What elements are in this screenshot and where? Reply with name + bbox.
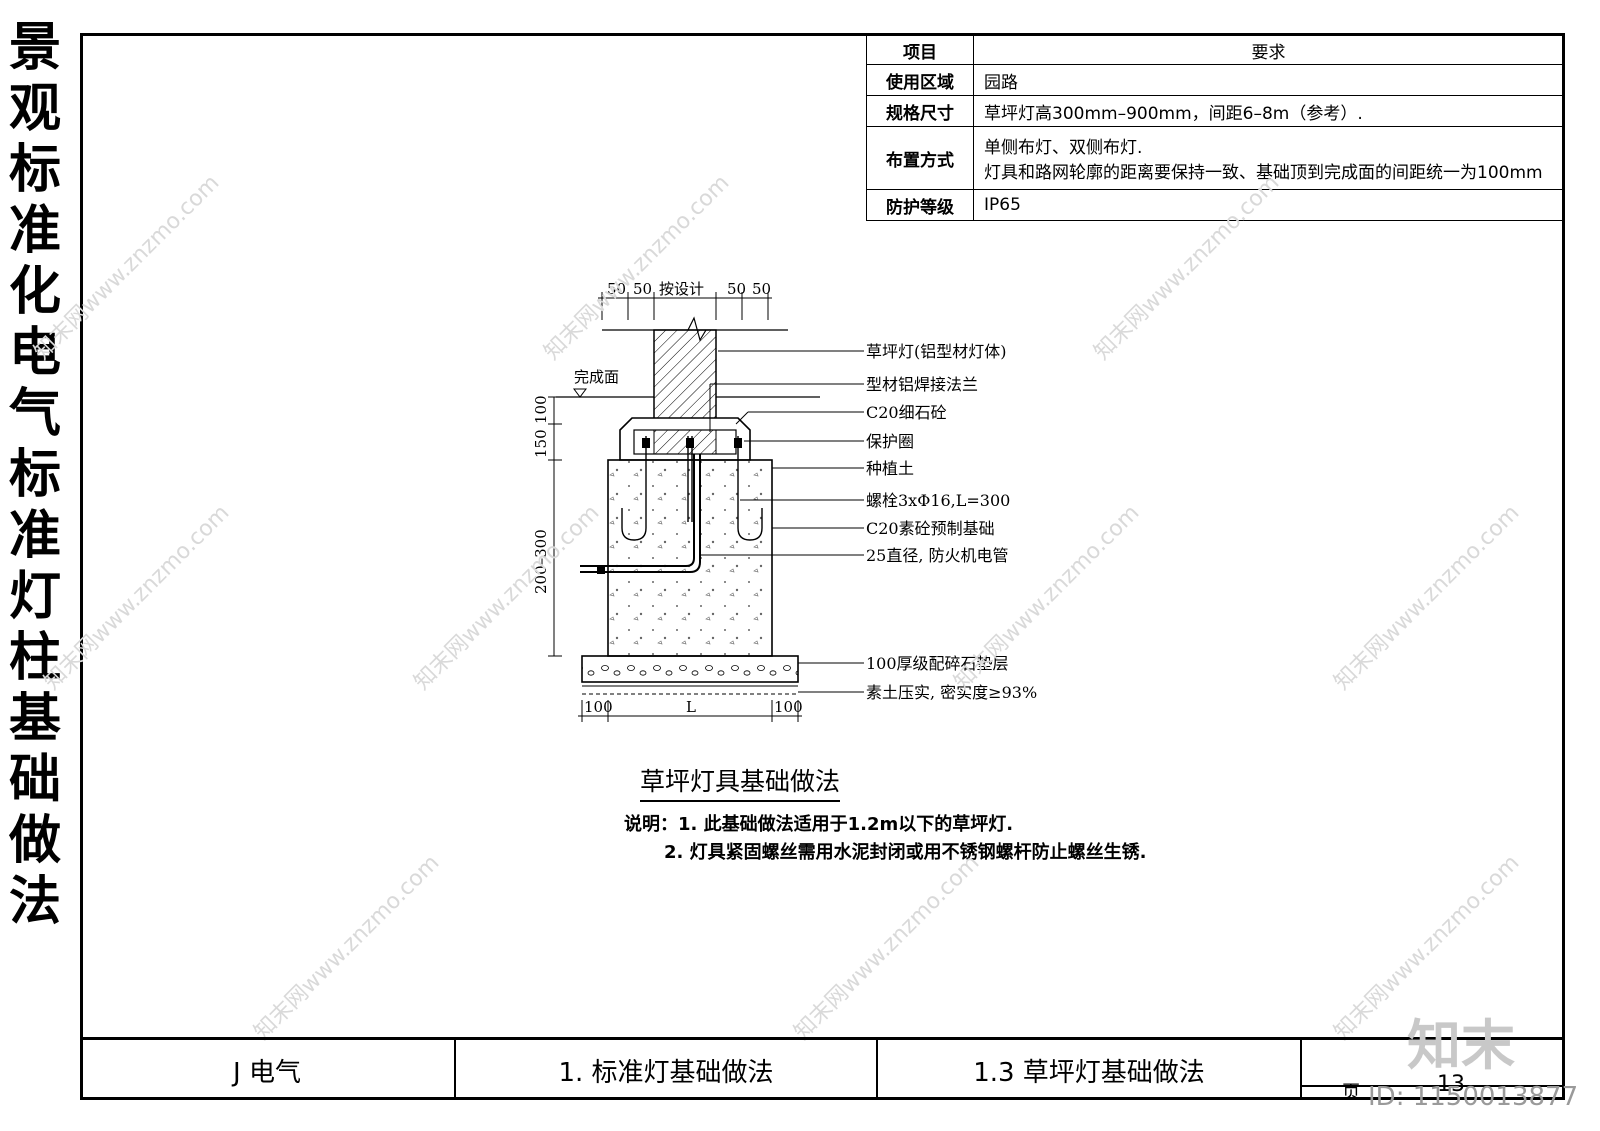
dim-left-1: 100 <box>532 395 550 424</box>
callout-planting-soil: 种植土 <box>866 459 914 478</box>
callout-bolts: 螺栓3xΦ16,L=300 <box>866 491 1010 510</box>
callout-labels: 草坪灯(铝型材灯体) 型材铝焊接法兰 C20细石砼 保护圈 种植土 螺栓3xΦ1… <box>866 342 1037 702</box>
vertical-title-char: 灯 <box>8 567 61 627</box>
dim-top-4: 50 <box>727 280 746 298</box>
vertical-title-char: 做 <box>8 811 61 871</box>
detail-title: 草坪灯具基础做法 <box>640 762 841 802</box>
conduit-joint <box>597 566 605 574</box>
vertical-title-char: 基 <box>8 689 61 749</box>
page-number: 13 <box>1437 1072 1465 1097</box>
row-value-multi: 单侧布灯、双侧布灯. 灯具和路网轮廓的距离要保持一致、基础顶到完成面的间距统一为… <box>973 126 1564 190</box>
callout-conduit: 25直径, 防火机电管 <box>866 546 1009 565</box>
image-id-watermark: ID: 1150013877 <box>1368 1082 1579 1112</box>
note-1: 说明：1. 此基础做法适用于1.2m以下的草坪灯. <box>624 814 1014 835</box>
callout-compacted-soil: 素土压实, 密实度≥93% <box>866 683 1037 702</box>
dimension-labels: 50 50 按设计 50 50 完成面 100 150 200–300 100 … <box>532 280 803 716</box>
title-block-row-divider <box>1302 1054 1565 1087</box>
bolt-nuts <box>642 438 742 448</box>
vertical-title-char: 准 <box>8 201 61 261</box>
row-value-line1: 单侧布灯、双侧布灯. <box>984 138 1143 158</box>
vertical-title-char: 标 <box>8 445 61 505</box>
table-row: 防护等级 IP65 <box>866 189 1564 221</box>
title-block-chapter: 1. 标准灯基础做法 <box>456 1040 878 1100</box>
drawing-frame <box>80 33 1565 1100</box>
table-row: 使用区域 园路 <box>866 64 1564 96</box>
precast-concrete-foundation <box>607 459 773 657</box>
vertical-title: 景观标准化电气标准灯柱基础做法 <box>4 18 66 933</box>
vertical-title-char: 化 <box>8 262 61 322</box>
dim-top-3: 按设计 <box>659 280 704 298</box>
callout-lamp-body: 草坪灯(铝型材灯体) <box>866 342 1007 361</box>
brand-watermark: 知末 <box>1407 1014 1515 1077</box>
header-requirement: 要求 <box>973 35 1564 65</box>
row-value-line2: 灯具和路网轮廓的距离要保持一致、基础顶到完成面的间距统一为100mm <box>984 163 1543 183</box>
conduit-pipe <box>580 454 701 573</box>
title-block-page: 页 13 <box>1302 1040 1565 1103</box>
callout-precast-foundation: C20素砼预制基础 <box>866 519 995 538</box>
table-header-row: 项目 要求 <box>866 35 1564 65</box>
callout-protection-collar: 保护圈 <box>866 432 914 451</box>
dim-bottom-3: 100 <box>774 698 803 716</box>
row-key: 使用区域 <box>866 64 974 96</box>
dim-ticks-top <box>601 292 769 320</box>
vertical-title-char: 标 <box>8 140 61 200</box>
lamp-post-body <box>653 329 717 431</box>
callout-leaders <box>700 350 864 693</box>
dim-left-2: 150 <box>532 429 550 458</box>
vertical-title-char: 础 <box>8 750 61 810</box>
vertical-title-char: 法 <box>8 872 61 932</box>
finish-surface-label: 完成面 <box>574 368 619 386</box>
conduit-pipe-inner <box>580 454 695 567</box>
vertical-title-char: 准 <box>8 506 61 566</box>
vertical-title-char: 观 <box>8 79 61 139</box>
row-value: 园路 <box>973 64 1564 96</box>
row-value: 草坪灯高300mm–900mm，间距6–8m（参考）. <box>973 95 1564 127</box>
table-row: 规格尺寸 草坪灯高300mm–900mm，间距6–8m（参考）. <box>866 95 1564 127</box>
dim-bottom-2: L <box>686 698 696 716</box>
gravel-bedding-layer <box>581 655 799 683</box>
lamp-post-base <box>653 429 717 455</box>
dim-top-2: 50 <box>633 280 652 298</box>
dim-left-3: 200–300 <box>532 529 550 594</box>
vertical-title-char: 电 <box>8 323 61 383</box>
requirements-table: 项目 要求 使用区域 园路 规格尺寸 草坪灯高300mm–900mm，间距6–8… <box>866 35 1564 221</box>
dim-top-5: 50 <box>752 280 771 298</box>
note-2: 2. 灯具紧固螺丝需用水泥封闭或用不锈钢螺杆防止螺丝生锈. <box>664 842 1147 863</box>
dim-top-1: 50 <box>607 280 626 298</box>
callout-gravel: 100厚级配碎石垫层 <box>866 654 1009 673</box>
row-key: 布置方式 <box>866 126 974 190</box>
row-value: IP65 <box>973 189 1564 221</box>
table-row: 布置方式 单侧布灯、双侧布灯. 灯具和路网轮廓的距离要保持一致、基础顶到完成面的… <box>866 126 1564 190</box>
callout-flange: 型材铝焊接法兰 <box>866 375 978 394</box>
vertical-title-char: 景 <box>8 18 61 78</box>
dim-ticks-bottom <box>581 700 799 722</box>
finish-level-marker <box>573 388 587 398</box>
vertical-title-char: 气 <box>8 384 61 444</box>
title-block-item: 1.3 草坪灯基础做法 <box>878 1040 1302 1100</box>
dim-ticks-left <box>548 396 562 657</box>
title-block-section: J 电气 <box>80 1040 456 1100</box>
anchor-bolts <box>621 436 763 541</box>
dim-bottom-1: 100 <box>584 698 613 716</box>
title-block: J 电气 1. 标准灯基础做法 1.3 草坪灯基础做法 页 13 <box>80 1037 1565 1103</box>
page-label: 页 <box>1342 1082 1360 1103</box>
row-key: 防护等级 <box>866 189 974 221</box>
callout-fine-concrete: C20细石砼 <box>866 403 947 422</box>
vertical-title-char: 柱 <box>8 628 61 688</box>
